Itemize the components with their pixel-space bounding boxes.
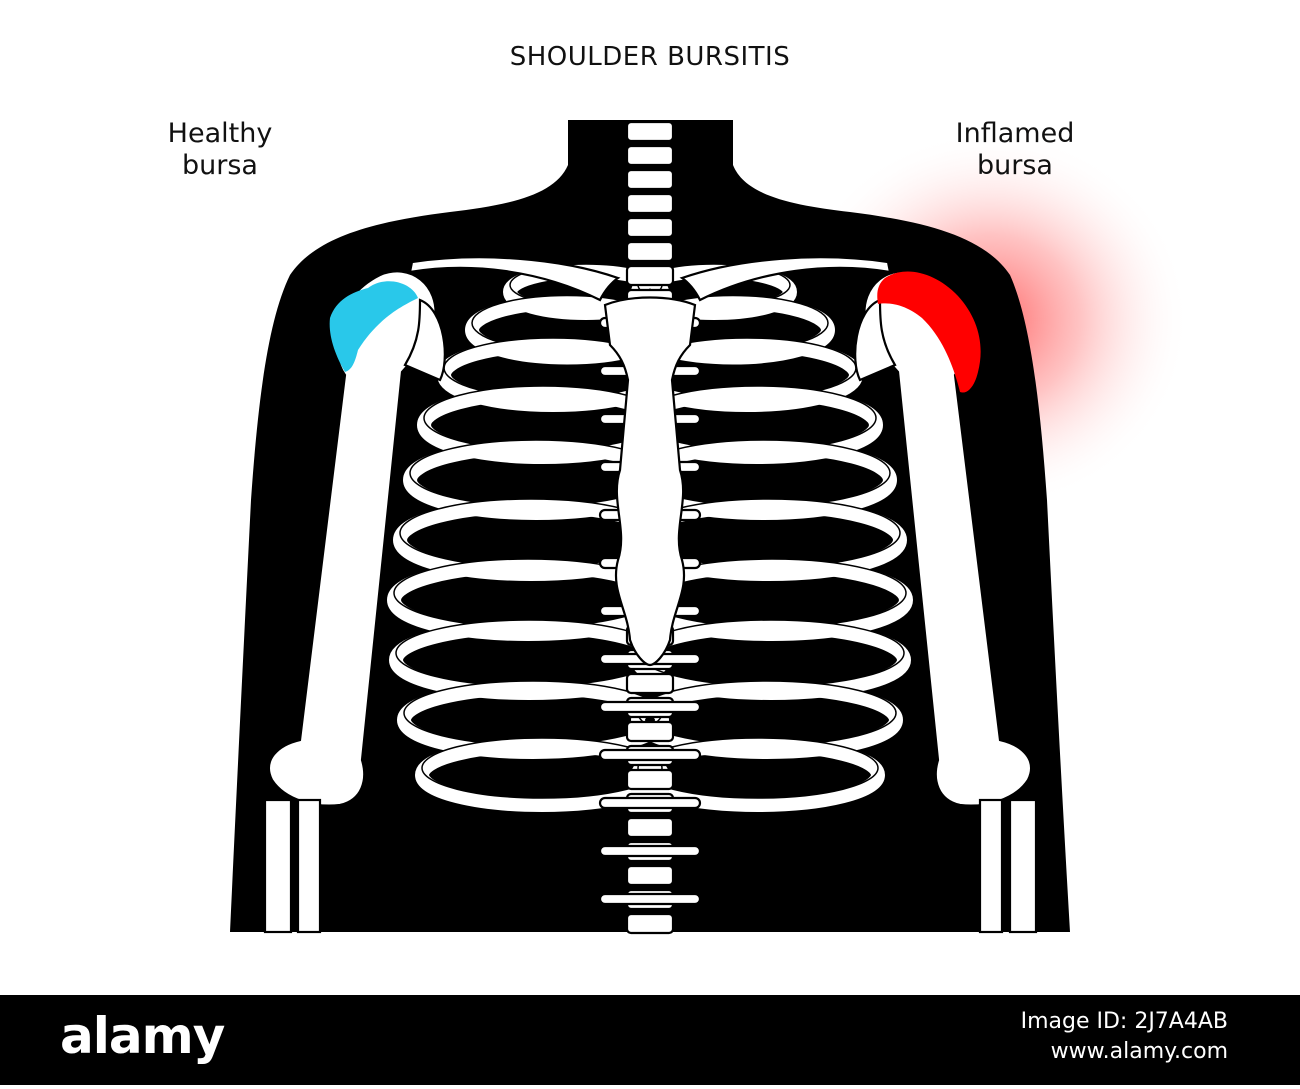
inflamed-label-line-1: Inflamed [955,118,1075,149]
vertebra-2 [625,144,675,167]
scapula-left [403,298,446,382]
healthy-bursa [329,281,418,372]
brand-logo: alamy [60,1007,225,1065]
diagram-title: SHOULDER BURSITIS [509,42,791,72]
vertebra-24 [625,672,675,695]
vertebra-process-31 [598,844,702,858]
sternum [603,296,697,667]
inflamed-bursa-label: Inflamed bursa [920,118,1110,183]
vertebra-process-27 [598,748,702,762]
vertebra-26 [625,720,675,743]
rib-outline-right-10 [637,737,879,799]
radius-right [1008,798,1038,934]
ulna-right [978,798,1004,934]
vertebra-process-25 [598,700,702,714]
inflamed-label-line-2: bursa [977,150,1053,182]
scapula-right [854,298,897,382]
radius-left [263,798,293,934]
vertebra-1 [625,120,675,143]
vertebra-process-33 [598,892,702,906]
skeleton [263,120,1038,935]
vertebra-5 [625,216,675,239]
healthy-label-line-1: Healthy [167,118,273,149]
vertebra-4 [625,192,675,215]
ulna-left [296,798,322,934]
vertebra-30 [625,816,675,839]
healthy-label-line-2: bursa [182,150,258,182]
vertebra-28 [625,768,675,791]
vertebra-7 [625,264,675,287]
vertebra-34 [625,912,675,935]
clavicle-right [679,256,892,302]
site-url: www.alamy.com [1050,1039,1228,1064]
healthy-bursa-label: Healthy bursa [130,118,310,183]
inflamed-bursa [877,271,981,393]
vertebra-6 [625,240,675,263]
rib-outline-left-10 [421,737,663,799]
vertebra-32 [625,864,675,887]
vertebra-3 [625,168,675,191]
vertebra-process-29 [598,796,702,810]
watermark-footer: alamy Image ID: 2J7A4AB www.alamy.com [0,995,1300,1085]
clavicle-left [408,256,621,302]
image-id-text: Image ID: 2J7A4AB [1020,1009,1228,1034]
